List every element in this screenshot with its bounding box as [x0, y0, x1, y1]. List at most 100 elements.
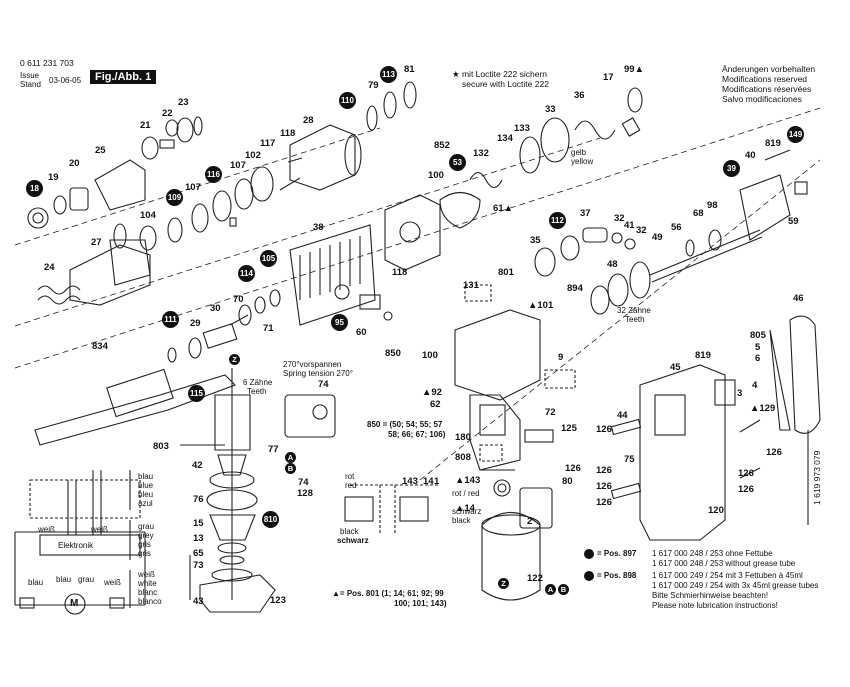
reserved-note: Modifications reserved [722, 74, 808, 84]
note-gelb: gelb [571, 148, 587, 157]
note-teeth6-en: Teeth [247, 387, 267, 396]
part-label: 104 [140, 210, 156, 221]
lube-pos897: = Pos. 897 [597, 549, 637, 558]
part-label: 2 [527, 516, 533, 527]
modifications-reserved-notes: Änderungen vorbehalten Modifications res… [722, 64, 815, 104]
part-label: 44 [617, 410, 628, 421]
part-badge: 116 [205, 166, 222, 183]
part-label: 100 [428, 170, 444, 181]
part-label: 59 [788, 216, 799, 227]
part-label: 128 [297, 488, 313, 499]
part-label: 70 [233, 294, 244, 305]
part-label: 60 [356, 327, 367, 338]
part-label: 17 [603, 72, 614, 83]
part-label: 20 [69, 158, 80, 169]
part-label: 98 [707, 200, 718, 211]
part-label: 49 [652, 232, 663, 243]
part-label: 40 [745, 150, 756, 161]
wire-color-line: bleu [138, 490, 154, 499]
part-label: 126 [596, 481, 612, 492]
pos850-note-2: 58; 66; 67; 106) [388, 430, 446, 439]
note-teeth32-en: Teeth [625, 315, 645, 324]
part-label: 850 [385, 348, 401, 359]
lube-898-en: 1 617 000 249 / 254 with 3x 45ml grease … [652, 581, 819, 590]
part-label: 852 [434, 140, 450, 151]
part-badge: 95 [331, 314, 348, 331]
part-label: 120 [708, 505, 724, 516]
part-label: 803 [153, 441, 169, 452]
wire-color-line: azul [138, 499, 153, 508]
wire-color-line: grey [138, 531, 154, 540]
part-label: 68 [693, 208, 704, 219]
part-label: 107 [230, 160, 246, 171]
pos801-note-2: 100; 101; 143) [394, 599, 447, 608]
part-badge: 112 [549, 212, 566, 229]
wire-blau-left: blau [28, 578, 44, 587]
part-label: 14 [423, 476, 434, 487]
note-rot: rot [345, 472, 355, 481]
part-badge: 149 [787, 126, 804, 143]
part-label: 61▲ [493, 203, 513, 214]
part-label: ▲129 [750, 403, 776, 414]
part-label: 74 [318, 379, 329, 390]
part-label: 134 [497, 133, 513, 144]
document-number: 1 619 973 079 [812, 450, 822, 505]
part-label: 131 [463, 280, 479, 291]
part-label: 143 [402, 476, 418, 487]
lube-898-de: 1 617 000 249 / 254 mit 3 Fettuben à 45m… [652, 571, 803, 580]
part-label: 118 [392, 267, 408, 278]
part-label: 126 [738, 468, 754, 479]
part-badge: 110 [339, 92, 356, 109]
reserved-note: Änderungen vorbehalten [722, 64, 816, 74]
wire-blau: blau [56, 575, 72, 584]
part-label: 24 [44, 262, 55, 273]
note-yellow: yellow [571, 157, 594, 166]
wire-color-line: blue [138, 481, 154, 490]
part-label: 74 [298, 477, 309, 488]
part-label: 100 [422, 350, 438, 361]
part-label: 27 [91, 237, 102, 248]
part-label: 73 [193, 560, 204, 571]
note-schwarz: schwarz [337, 536, 369, 545]
part-label: 125 [561, 423, 577, 434]
part-label: 79 [368, 80, 379, 91]
part-badge: 53 [449, 154, 466, 171]
part-badge: 114 [238, 265, 255, 282]
part-label: 29 [190, 318, 201, 329]
part-label: ▲14 [455, 503, 475, 514]
part-badge: 111 [162, 311, 179, 328]
wire-color-line: white [138, 579, 157, 588]
part-label: 62 [430, 399, 441, 410]
marker-b-icon: B [558, 584, 569, 595]
wire-color-line: gris [138, 549, 151, 558]
part-label: 1 [434, 476, 440, 487]
part-label: 801 [498, 267, 514, 278]
part-label: 819 [695, 350, 711, 361]
reserved-note: Salvo modificaciones [722, 94, 802, 104]
part-label: 834 [92, 341, 108, 352]
part-label: 65 [193, 548, 204, 559]
part-label: 126 [596, 424, 612, 435]
part-label: 126 [738, 484, 754, 495]
part-label: 126 [596, 497, 612, 508]
marker-a-icon: A [285, 452, 296, 463]
wire-weiss: weiß [104, 578, 121, 587]
part-label: 126 [766, 447, 782, 458]
note-tension-en: Spring tension 270° [283, 369, 353, 378]
wire-color-block-white: weiß white blanc blanco [138, 570, 162, 606]
part-label: ▲143 [455, 475, 481, 486]
part-label: 46 [793, 293, 804, 304]
part-label: ▲101 [528, 300, 554, 311]
part-label: 99▲ [624, 64, 644, 75]
issue-label: Issue [20, 71, 40, 80]
stand-label: Stand [20, 80, 41, 89]
part-number: 0 611 231 703 [20, 58, 74, 68]
wire-grau: grau [78, 575, 95, 584]
part-label: 43 [193, 596, 204, 607]
pos801-note: ▲= Pos. 801 (1; 14; 61; 92; 99 [332, 589, 444, 598]
wire-color-line: gris [138, 540, 151, 549]
part-label: 123 [270, 595, 286, 606]
part-label: 180 [455, 432, 471, 443]
loctite-note-de: ★ mit Loctite 222 sichern [452, 69, 548, 79]
